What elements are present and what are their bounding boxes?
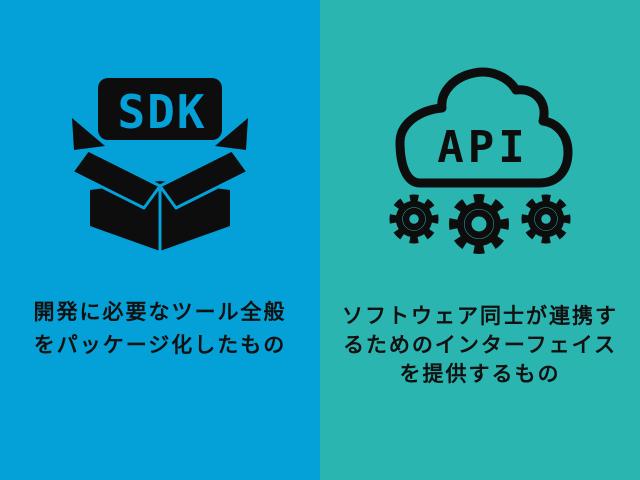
caption-line: るためのインターフェイス (342, 333, 618, 357)
box-back-flap-left (72, 118, 105, 150)
caption-line: を提供するもの (399, 362, 561, 386)
sdk-label-plate (98, 78, 222, 140)
sdk-panel: SDK 開発に必要なツール全般 をパッケージ化したもの (0, 0, 320, 480)
api-panel: API ソフトウェア同士が連携す るためのインターフェイス (320, 0, 640, 480)
sdk-box-icon: SDK (70, 78, 250, 251)
sdk-label-text: SDK (117, 85, 206, 139)
sdk-caption: 開発に必要なツール全般 をパッケージ化したもの (0, 296, 320, 362)
gear-icon-center (449, 194, 509, 254)
caption-line: 開発に必要なツール全般 (33, 300, 287, 324)
cloud-outline (395, 67, 573, 188)
api-cloud-gears-icon: API (389, 67, 573, 254)
gear-icon-right (521, 194, 571, 244)
api-caption: ソフトウェア同士が連携す るためのインターフェイス を提供するもの (320, 302, 640, 389)
api-label-text: API (437, 122, 528, 173)
caption-line: ソフトウェア同士が連携す (342, 304, 618, 328)
gear-icon-left (389, 194, 439, 244)
box-front-flap-right (158, 148, 250, 210)
box-front-flap-left (70, 148, 162, 210)
caption-line: をパッケージ化したもの (33, 333, 287, 357)
box-back-flap-right (215, 118, 248, 150)
